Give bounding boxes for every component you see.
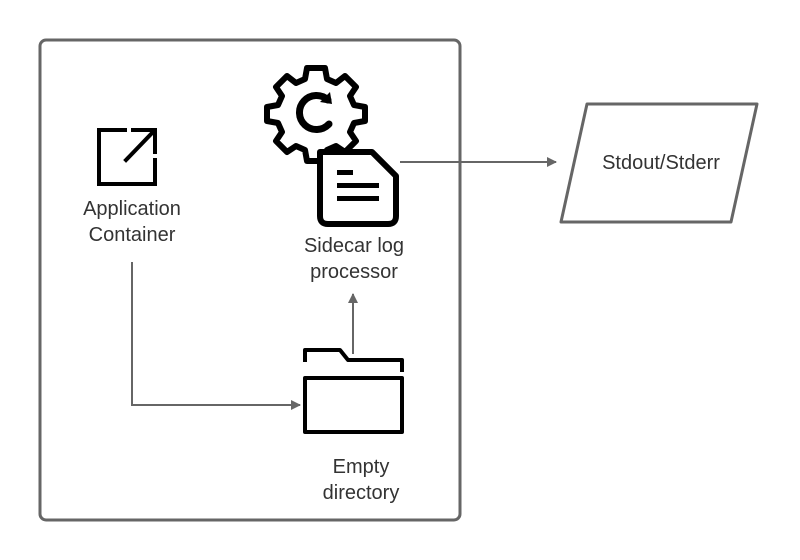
output-shape (559, 102, 759, 224)
sidecar-label-line2: processor (310, 261, 398, 283)
sidecar-label-line1: Sidecar log (303, 235, 405, 257)
empty-directory-label: Empty directory (294, 454, 428, 506)
gear-icon (264, 65, 368, 164)
output-label-text: Stdout/Stderr (602, 152, 720, 174)
folder-icon (303, 348, 404, 434)
pod-boundary (38, 38, 462, 522)
connector-app-to-directory (131, 262, 301, 410)
output-label: Stdout/Stderr (584, 150, 738, 176)
application-container-label-line1: Application (83, 198, 181, 220)
application-container-label-line2: Container (88, 224, 176, 246)
empty-directory-label-line2: directory (322, 482, 400, 504)
application-container-label: Application Container (56, 196, 208, 248)
document-icon (317, 149, 399, 227)
sidecar-label: Sidecar log processor (284, 233, 424, 285)
empty-directory-label-line1: Empty (332, 456, 390, 478)
external-link-icon (97, 128, 157, 186)
